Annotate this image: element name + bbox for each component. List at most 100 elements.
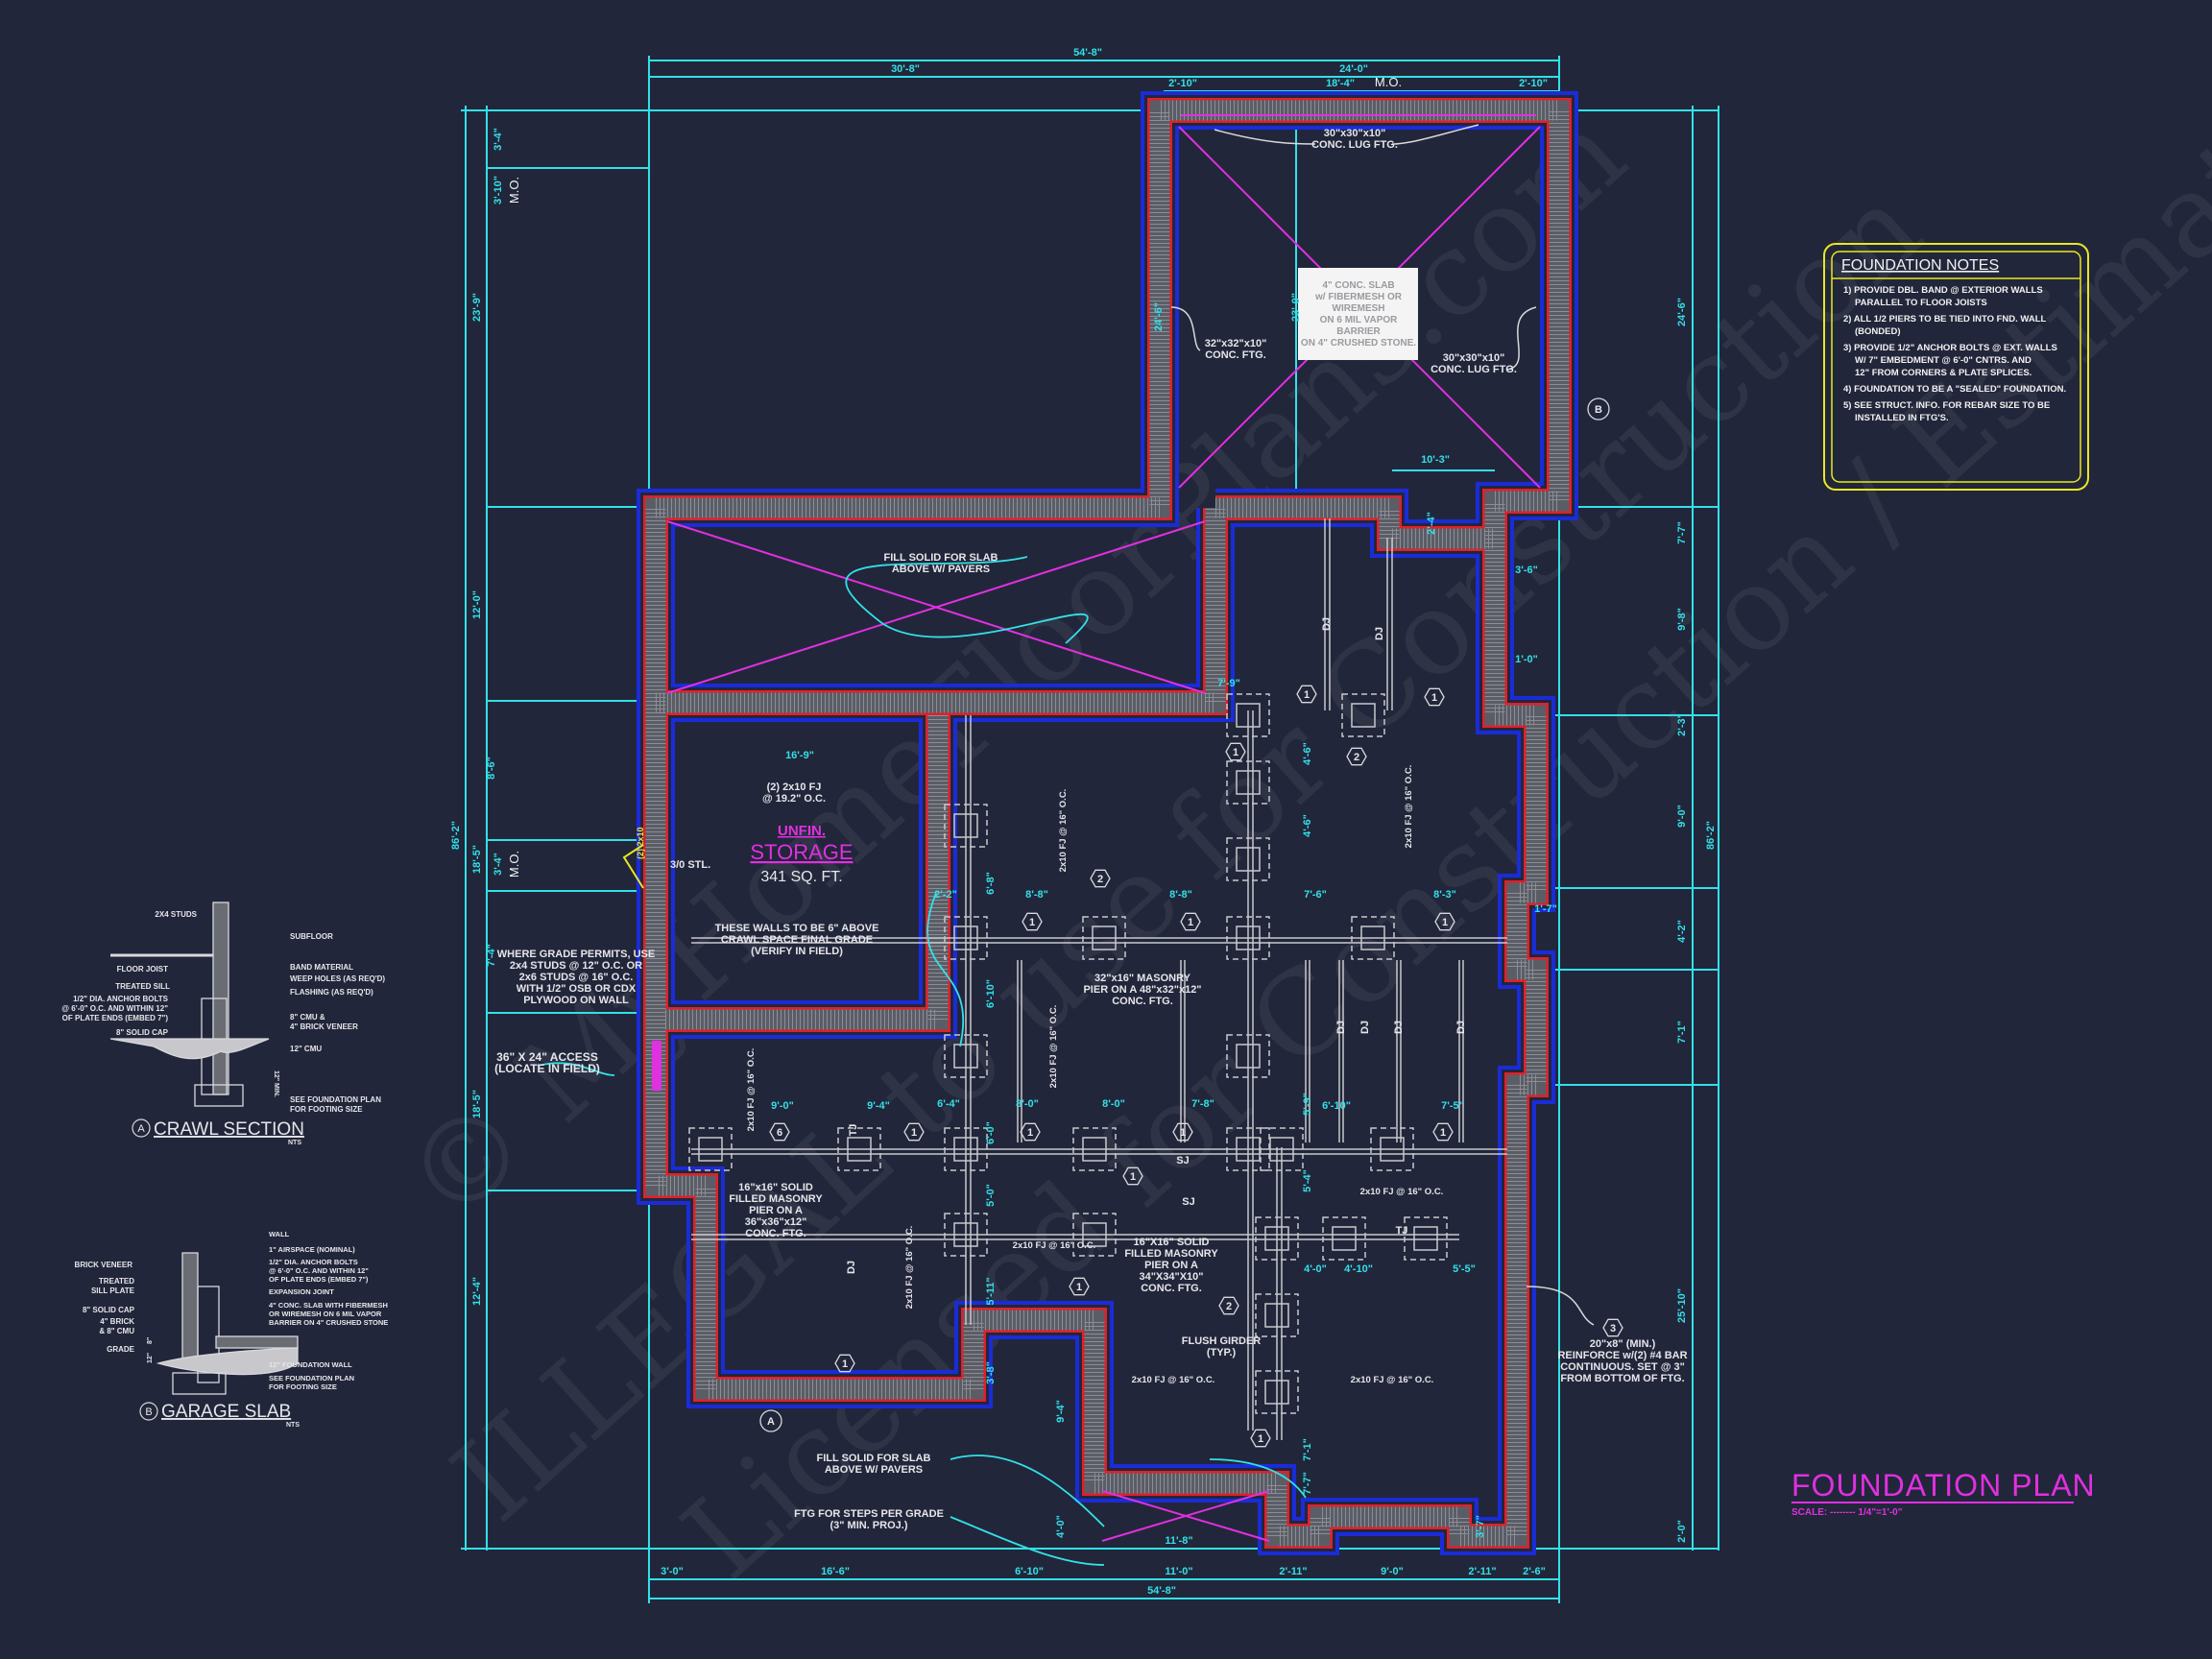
beam-label: DJ (1321, 617, 1333, 631)
dimension-label: 7'-6" (1304, 889, 1327, 901)
masonry-pier (1264, 1226, 1289, 1251)
masonry-pier (1264, 1303, 1289, 1328)
dimension-label: 3'-8" (985, 1361, 997, 1384)
dimension-label: 2'-6" (1523, 1566, 1546, 1577)
note-line: 12" FROM CORNERS & PLATE SPLICES. (1855, 368, 2032, 378)
crawl-section-label: 2X4 STUDS (155, 910, 197, 919)
beam-label: DJ (846, 1261, 857, 1274)
masonry-pier (953, 1044, 978, 1069)
footing-note: FROM BOTTOM OF FTG. (1560, 1373, 1684, 1384)
hex-marker-number: 3 (1610, 1323, 1616, 1334)
pier-footing (688, 1127, 733, 1171)
garage-slab-label: OR WIREMESH ON 6 MIL VAPOR (269, 1310, 382, 1318)
dimension-label: 3'-4" (493, 853, 504, 876)
crawl-section-label: @ 6'-0" O.C. AND WITHIN 12" (61, 1004, 168, 1013)
garage-slab-label: BARRIER ON 4" CRUSHED STONE (269, 1318, 388, 1327)
pier-footing (944, 1127, 988, 1171)
dimension-label: M.O. (1375, 75, 1402, 89)
masonry-pier (1332, 1226, 1357, 1251)
pier-note: PIER ON A (1144, 1260, 1198, 1271)
hex-marker (1172, 1122, 1193, 1142)
pier-footing (1260, 1127, 1304, 1171)
section-marker-letter: A (767, 1416, 775, 1428)
pier-note: PIER ON A 48"x32"x12" (1083, 984, 1201, 996)
hex-marker (1122, 1166, 1143, 1186)
pier-footing (1404, 1216, 1448, 1261)
beam-label: DJ (1393, 1021, 1405, 1034)
grade-note: WHERE GRADE PERMITS, USE (497, 949, 655, 960)
hex-marker (1434, 912, 1455, 931)
crawl-section-label: FLOOR JOIST (117, 965, 168, 974)
storage-joist-note: @ 19.2" O.C. (762, 793, 826, 805)
section-mark-letter: B (145, 1407, 152, 1418)
hex-marker (1090, 869, 1111, 888)
dimension-label: 18'-4" (1326, 78, 1355, 89)
note-line: PARALLEL TO FLOOR JOISTS (1855, 298, 1987, 308)
hex-marker-number: 6 (777, 1127, 782, 1139)
dimension-label: 10'-3" (1421, 454, 1450, 466)
hex-marker (1250, 1429, 1271, 1448)
masonry-pier (1236, 926, 1261, 950)
pier-footing (1072, 1127, 1117, 1171)
grade-note: PLYWOOD ON WALL (523, 995, 629, 1006)
dimension-label: 2'-2" (934, 889, 957, 901)
storage-walls-note: (VERIFY IN FIELD) (751, 946, 843, 957)
dimension-label: 4'-10" (1344, 1263, 1373, 1275)
section-marker-letter: B (1595, 404, 1602, 416)
masonry-pier (1360, 926, 1385, 950)
note-line: 4) FOUNDATION TO BE A "SEALED" FOUNDATIO… (1843, 384, 2066, 395)
masonry-pier (1380, 1137, 1405, 1162)
hex-marker-number: 1 (1431, 692, 1437, 704)
garage-slab-label: & 8" CMU (99, 1327, 134, 1335)
grade-note: 2x4 STUDS @ 12" O.C. OR (510, 960, 642, 972)
garage-slab-label: 4" CONC. SLAB WITH FIBERMESH (269, 1301, 388, 1310)
dimension-label: 25'-10" (1676, 1288, 1688, 1323)
hex-marker-number: 1 (1076, 1282, 1082, 1293)
pier-footing (1255, 1216, 1299, 1261)
dimension-label: 7'-1" (1676, 1021, 1688, 1044)
dimension-label: 6'-10" (1015, 1566, 1044, 1577)
crawl-section-label: SEE FOUNDATION PLAN (290, 1095, 381, 1104)
dimension-label: 8'-0" (1102, 1098, 1125, 1110)
dimension-labels: 54'-8"30'-8"24'-0"2'-10"18'-4"M.O.2'-10"… (450, 47, 1717, 1597)
pier-note: 32"x16" MASONRY (1094, 973, 1191, 984)
storage-joist-note: (2) 2x10 FJ (767, 781, 822, 793)
fill-solid-note: FILL SOLID FOR SLAB (817, 1453, 931, 1464)
crawl-section-label: TREATED SILL (115, 982, 170, 991)
pier-footing (1226, 1034, 1270, 1078)
hex-marker (1346, 747, 1367, 766)
masonry-pier (1092, 926, 1117, 950)
joist-label: 2x10 FJ @ 16" O.C. (1132, 1375, 1215, 1385)
hex-marker (1069, 1277, 1090, 1296)
footing-note: REINFORCE w/(2) #4 BAR (1557, 1350, 1687, 1361)
dimension-label: 7'-4" (486, 944, 497, 967)
pier-note: PIER ON A (749, 1205, 803, 1216)
door-label: 3/0 STL. (670, 859, 710, 871)
hex-marker-number: 1 (1180, 1127, 1186, 1139)
dimension-label: 5'-4" (1302, 1169, 1313, 1192)
access-note: 36" X 24" ACCESS (496, 1050, 598, 1064)
masonry-pier (953, 1222, 978, 1247)
masonry-pier (847, 1137, 872, 1162)
dimension-label: 8'-3" (1433, 889, 1456, 901)
door-swing (622, 844, 644, 889)
beam-label: DJ (1374, 627, 1385, 640)
pier-note: CONC. FTG. (745, 1228, 806, 1239)
crawl-section-label: OF PLATE ENDS (EMBED 7") (62, 1014, 169, 1022)
pier-footing (944, 916, 988, 960)
hex-marker (1296, 685, 1317, 704)
hex-marker (1424, 687, 1445, 707)
pier-note: 36"x36"x12" (745, 1216, 807, 1228)
dimension-label: 3'-7" (1475, 1515, 1486, 1538)
masonry-pier (1082, 1222, 1107, 1247)
garage-slab-label: BRICK VENEER (75, 1261, 133, 1269)
hex-marker (834, 1354, 855, 1373)
pier-footing (1351, 916, 1395, 960)
dimension-label: 3'-4" (493, 128, 504, 151)
joist-label: 2x10 FJ @ 16" O.C. (1048, 1005, 1059, 1089)
footing-note: CONTINUOUS. SET @ 3" (1560, 1361, 1685, 1373)
grade-note: WITH 1/2" OSB OR CDX (517, 983, 637, 995)
garage-slab-label: 4" BRICK (100, 1317, 134, 1326)
hex-marker-number: 2 (1226, 1301, 1232, 1312)
pier-footing (1226, 1127, 1270, 1171)
